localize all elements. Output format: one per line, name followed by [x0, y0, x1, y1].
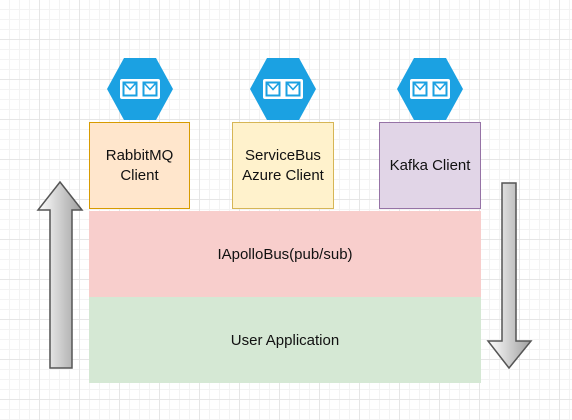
- apollo-bus-label: IApolloBus(pub/sub): [217, 245, 353, 263]
- kafka-messaging-icon: [397, 58, 463, 120]
- rabbitmq-messaging-icon: [107, 58, 173, 120]
- rabbitmq-client-box: RabbitMQ Client: [89, 122, 190, 209]
- user-application-label: User Application: [230, 331, 340, 349]
- kafka-client-label: Kafka Client: [389, 156, 471, 174]
- down-arrow-icon: [486, 182, 533, 370]
- rabbitmq-client-label-line2: Client: [120, 166, 159, 184]
- apollo-bus-layer: IApolloBus(pub/sub): [89, 211, 481, 297]
- servicebus-client-box: ServiceBus Azure Client: [232, 122, 334, 209]
- up-arrow-icon: [36, 181, 84, 369]
- kafka-client-box: Kafka Client: [379, 122, 481, 209]
- servicebus-client-label-line1: ServiceBus: [245, 146, 321, 164]
- user-application-layer: User Application: [89, 297, 481, 383]
- servicebus-client-label-line2: Azure Client: [242, 166, 324, 184]
- rabbitmq-client-label-line1: RabbitMQ: [105, 146, 174, 164]
- servicebus-messaging-icon: [250, 58, 316, 120]
